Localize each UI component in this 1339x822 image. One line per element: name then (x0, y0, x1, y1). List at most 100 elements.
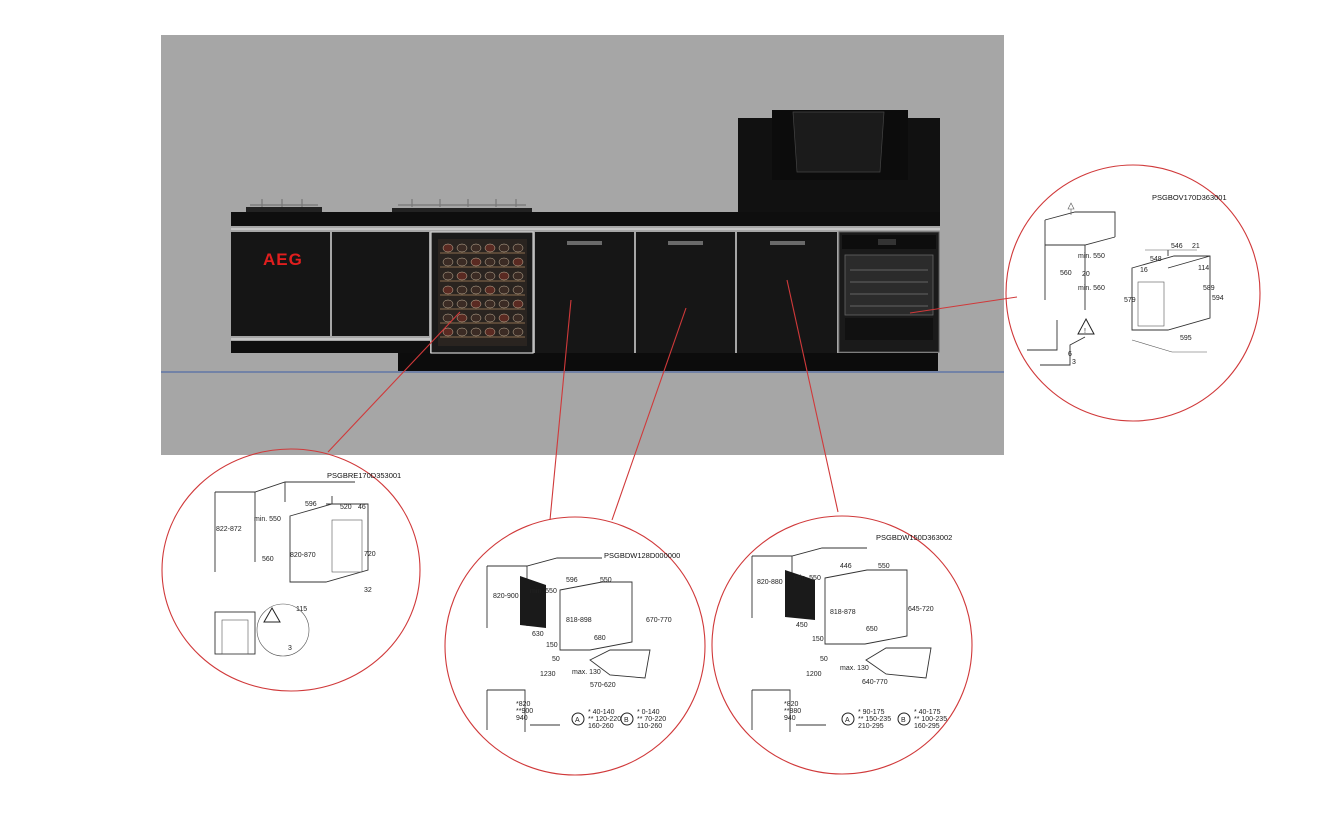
dimension-label: 446 (840, 563, 852, 570)
dimension-label: 596 (566, 577, 578, 584)
dimension-label: min. 550 (794, 575, 821, 582)
dimension-label: 50 (820, 656, 828, 663)
hob-left (246, 199, 322, 212)
wine-bottle (442, 257, 454, 267)
dimension-label: 115 (296, 606, 307, 613)
wine-bottle (456, 243, 468, 253)
wine-bottle (498, 257, 510, 267)
dimension-label: 820-900 (493, 593, 519, 600)
clearance-A-marker (571, 712, 585, 726)
wine-bottle (512, 327, 524, 337)
wine-bottle (442, 299, 454, 309)
wine-bottle (456, 257, 468, 267)
oven (838, 231, 940, 353)
dimension-label: 680 (594, 635, 606, 642)
dimension-label: 594 (1212, 295, 1224, 302)
kitchen-render: AEG (161, 35, 1004, 455)
plinth (398, 353, 938, 371)
wine-bottle (470, 243, 482, 253)
wine-bottle (442, 271, 454, 281)
wine-bottle (484, 327, 496, 337)
dishwasher-handle-1 (567, 241, 602, 245)
height-value: **880 (784, 708, 801, 715)
dimension-label: 546 (1171, 243, 1183, 250)
dimension-label: 520 (340, 504, 352, 511)
dishwasher1-model-code: PSGBDW128D000000 (604, 551, 680, 560)
dimension-label: 645-720 (908, 606, 934, 613)
wine-bottle (484, 243, 496, 253)
wine-bottle (442, 327, 454, 337)
dimension-label: 1230 (540, 671, 556, 678)
wine-bottle (470, 257, 482, 267)
wine-model-code: PSGBRE170D353001 (327, 471, 401, 480)
cabinet-row (231, 232, 938, 371)
dimension-label: 720 (364, 551, 376, 558)
wine-bottle (512, 299, 524, 309)
dishwasher-handle-3 (770, 241, 805, 245)
wine-bottle (470, 313, 482, 323)
callout-leaders (327, 279, 1018, 521)
clearance-B-letter: B (624, 717, 629, 724)
wine-bottle (498, 285, 510, 295)
dishwasher2-model-code: PSGBDW150D363002 (876, 533, 952, 542)
wine-bottle (442, 243, 454, 253)
wine-bottle (470, 271, 482, 281)
clearance-b-value: * 40-175 (914, 709, 941, 716)
clearance-B-marker (620, 712, 634, 726)
worktop (231, 212, 940, 226)
wine-bottle (498, 299, 510, 309)
hob-middle (392, 199, 532, 213)
wine-bottle (442, 313, 454, 323)
wine-bottle (470, 285, 482, 295)
dishwasher-door-3 (737, 232, 837, 353)
svg-text:!: ! (1084, 328, 1086, 335)
dimension-label: 820-880 (757, 579, 783, 586)
wine-bottle (512, 313, 524, 323)
wine-bottle (456, 299, 468, 309)
clearance-A-letter: A (575, 717, 580, 724)
cabinet-left-1 (231, 232, 330, 336)
clearance-a-value: ** 150-235 (858, 716, 891, 723)
height-value: *820 (784, 701, 799, 708)
wine-bottle (512, 243, 524, 253)
dimension-label: 596 (305, 501, 317, 508)
clearance-B-marker (897, 712, 911, 726)
clearance-b-value: ** 70-220 (637, 716, 666, 723)
dishwasher-door-2 (636, 232, 735, 353)
dimension-label: 560 (1060, 270, 1072, 277)
wine-bottle (498, 313, 510, 323)
clearance-b-value: * 0-140 (637, 709, 660, 716)
wine-cooler (430, 231, 534, 354)
dimension-label: 548 (1150, 256, 1162, 263)
clearance-b-value: 110-260 (637, 723, 662, 730)
dimension-label: min. 550 (1078, 253, 1105, 260)
clearance-b-value: ** 100-235 (914, 716, 947, 723)
wine-bottle (498, 271, 510, 281)
dimension-label: 150 (546, 642, 558, 649)
clearance-B-letter: B (901, 717, 906, 724)
wine-bottle (484, 313, 496, 323)
height-value: 940 (516, 715, 528, 722)
cabinet-left-2 (332, 232, 429, 336)
dimension-label: 822-872 (216, 526, 242, 533)
wine-bottle (456, 271, 468, 281)
dimension-label: 3 (288, 645, 292, 652)
wine-bottle (456, 327, 468, 337)
wine-bottle (512, 271, 524, 281)
dimension-label: 46 (358, 504, 366, 511)
dimension-label: 3 (1072, 359, 1076, 366)
clearance-A-letter: A (845, 717, 850, 724)
dimension-label: 450 (796, 622, 808, 629)
height-value: *820 (516, 701, 531, 708)
wine-bottle (470, 327, 482, 337)
dimension-label: max. 130 (572, 669, 601, 676)
dimension-label: 818-878 (830, 609, 856, 616)
wine-bottle (484, 271, 496, 281)
cooker-hood (738, 110, 940, 214)
clearance-a-value: 160-260 (588, 723, 614, 730)
